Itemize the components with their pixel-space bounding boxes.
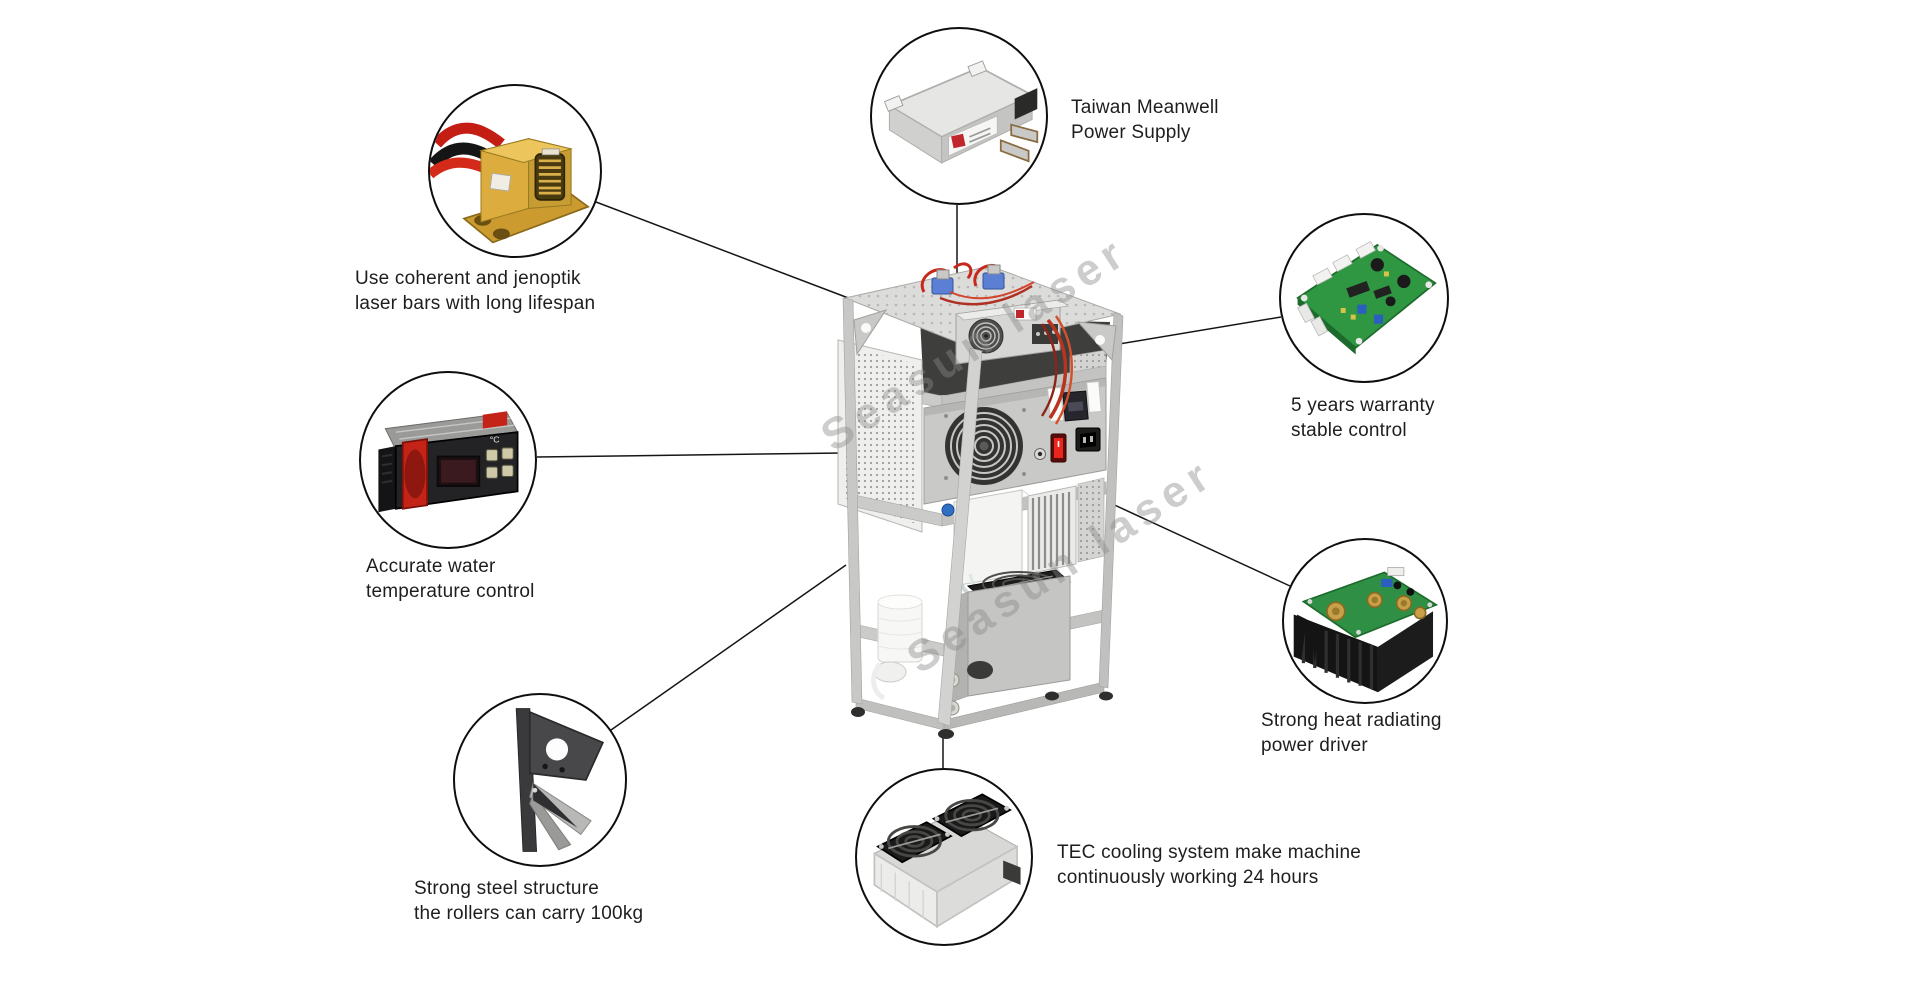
connector-line xyxy=(536,452,844,458)
temperature-controller-image: °C xyxy=(378,411,519,513)
connector-line xyxy=(595,201,852,300)
machine-solenoid-valves xyxy=(920,262,1035,306)
callout-label-steel-structure: Strong steel structure the rollers can c… xyxy=(414,876,643,926)
label-line: power driver xyxy=(1261,735,1368,756)
machine-post-right xyxy=(1098,311,1124,689)
callout-circle-temp-controller: °C xyxy=(359,371,537,549)
meanwell-power-supply-image xyxy=(883,60,1039,164)
callout-circle-steel-structure xyxy=(453,693,627,867)
svg-text:°C: °C xyxy=(490,435,500,445)
label-line: Use coherent and jenoptik xyxy=(355,268,581,289)
callout-circle-power-supply xyxy=(870,27,1048,205)
machine-casters xyxy=(851,691,1113,739)
label-line: Power Supply xyxy=(1071,122,1191,143)
laser-diode-module-image xyxy=(430,122,590,244)
machine-perforated-panel xyxy=(837,339,923,533)
label-line: temperature control xyxy=(366,581,535,602)
callout-circle-power-driver xyxy=(1282,538,1448,704)
label-line: the rollers can carry 100kg xyxy=(414,903,644,924)
label-line: TEC cooling system make machine xyxy=(1057,842,1361,863)
machine-tec-box xyxy=(951,569,1072,703)
control-pcb-image xyxy=(1296,241,1437,355)
label-line: Strong steel structure xyxy=(414,878,599,899)
callout-label-laser-bar: Use coherent and jenoptik laser bars wit… xyxy=(355,266,595,316)
label-line: continuously working 24 hours xyxy=(1057,867,1319,888)
heatsink-driver-board-image xyxy=(1293,567,1439,693)
connector-line xyxy=(610,564,847,731)
label-line: Accurate water xyxy=(366,556,496,577)
label-line: Taiwan Meanwell xyxy=(1071,97,1219,118)
machine-photo: Seasun laser Seasun laser xyxy=(812,226,1223,756)
callout-circle-tec-cooling xyxy=(855,768,1033,946)
steel-frame-bracket-image xyxy=(515,708,605,852)
callout-label-control-board: 5 years warranty stable control xyxy=(1291,393,1435,443)
label-line: stable control xyxy=(1291,420,1407,441)
callout-label-power-supply: Taiwan Meanwell Power Supply xyxy=(1071,95,1219,145)
label-line: laser bars with long lifespan xyxy=(355,293,596,314)
diode-laser-machine-photo xyxy=(837,262,1124,739)
callout-label-tec-cooling: TEC cooling system make machine continuo… xyxy=(1057,840,1361,890)
machine-corner-gussets xyxy=(853,309,1117,362)
machine-internal-psu xyxy=(955,299,1069,365)
label-line: Strong heat radiating xyxy=(1261,710,1442,731)
callout-circle-control-board xyxy=(1279,213,1449,383)
machine-post-left xyxy=(842,297,863,705)
callout-label-temp-controller: Accurate water temperature control xyxy=(366,554,535,604)
label-line: 5 years warranty xyxy=(1291,395,1435,416)
callout-label-power-driver: Strong heat radiating power driver xyxy=(1261,708,1442,758)
machine-water-tank xyxy=(871,594,923,701)
callout-circle-laser-bar xyxy=(428,84,602,258)
tec-cooling-unit-image xyxy=(873,793,1021,929)
machine-post-front xyxy=(937,347,983,727)
machine-wire-bundle xyxy=(1040,315,1073,425)
